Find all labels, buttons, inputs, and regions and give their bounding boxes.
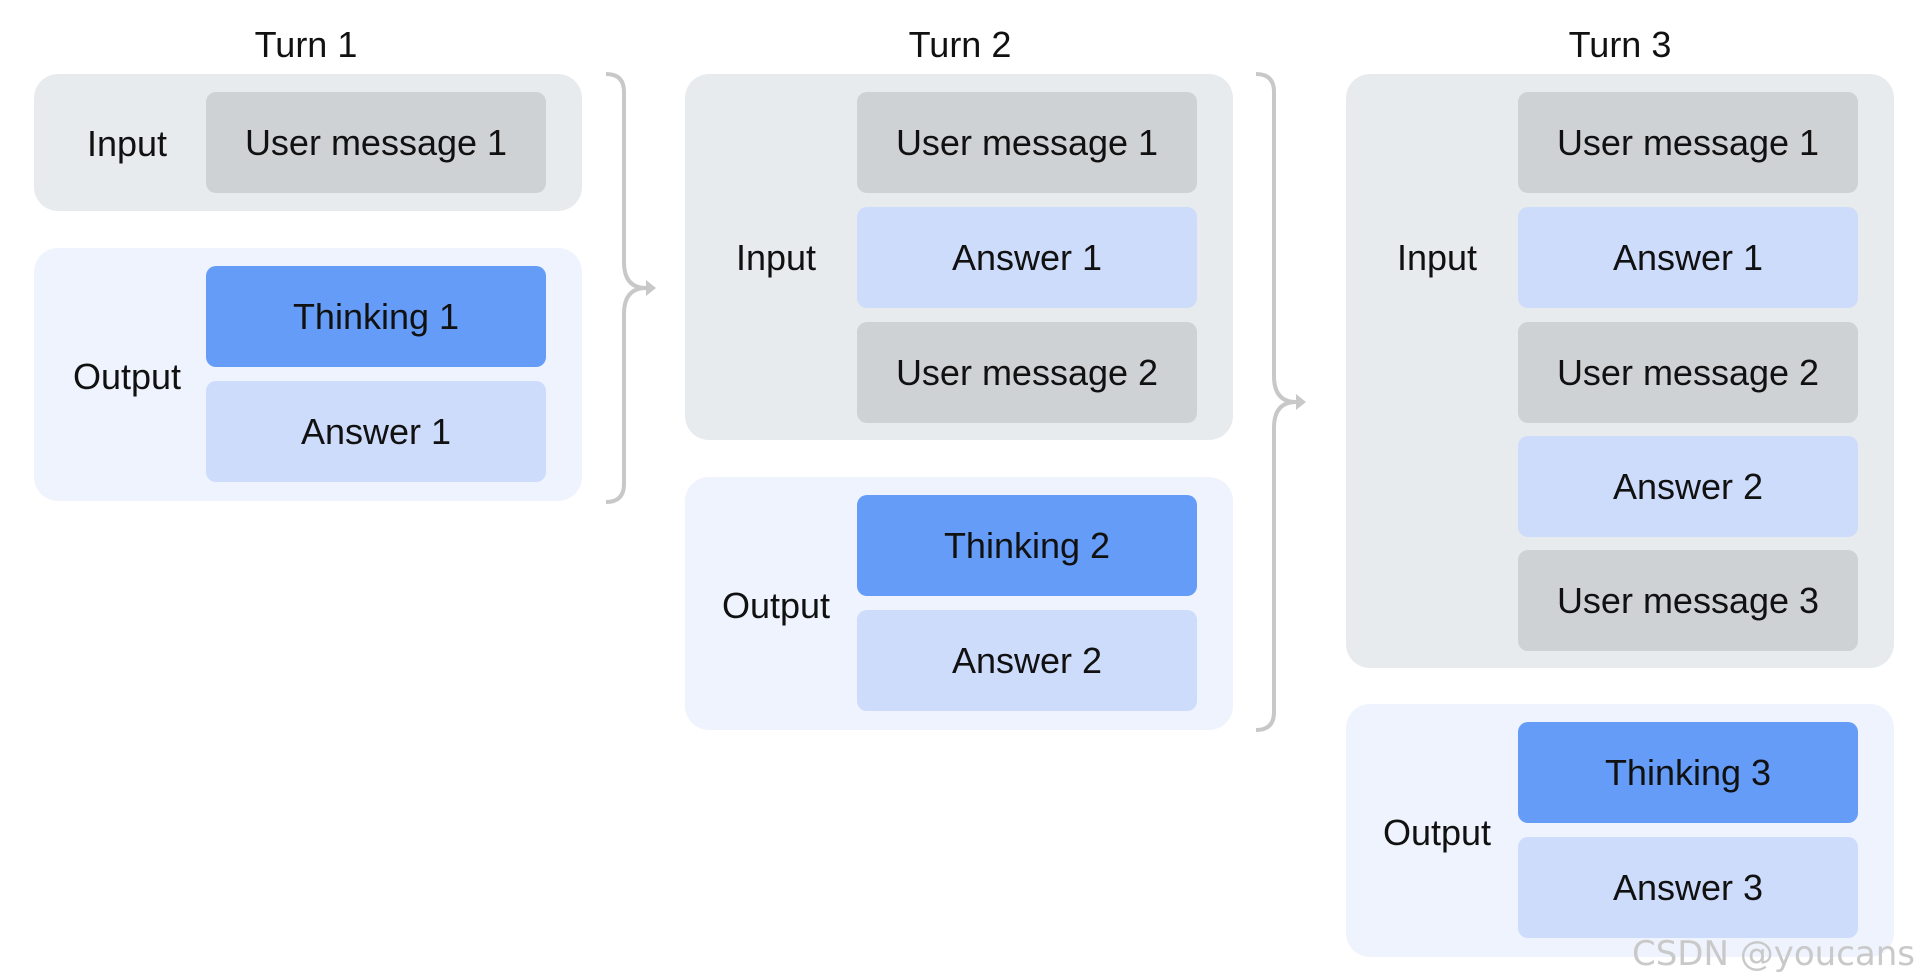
turn-3-output-label: Output: [1382, 812, 1492, 853]
turn-3-input-block-4: Answer 2: [1518, 436, 1858, 537]
turn-3-thinking-block: Thinking 3: [1518, 722, 1858, 823]
turn-2-input-block-2: Answer 1: [857, 207, 1197, 308]
turn-3-answer-block: Answer 3: [1518, 837, 1858, 938]
turn-1-output-panel: Output Thinking 1 Answer 1: [34, 248, 582, 501]
turn-3-input-label: Input: [1396, 237, 1478, 278]
turn-2-input-block-3: User message 2: [857, 322, 1197, 423]
brace-arrow-1: [605, 72, 656, 504]
turn-3-output-panel: Output Thinking 3 Answer 3: [1346, 704, 1894, 957]
turn-1-output-label: Output: [72, 356, 182, 397]
turn-2-input-panel: Input User message 1 Answer 1 User messa…: [685, 74, 1233, 440]
turn-2-answer-block: Answer 2: [857, 610, 1197, 711]
turn-3-input-block-2: Answer 1: [1518, 207, 1858, 308]
turn-3-title: Turn 3: [1568, 24, 1672, 65]
turn-2-output-panel: Output Thinking 2 Answer 2: [685, 477, 1233, 730]
turn-3-input-block-5: User message 3: [1518, 550, 1858, 651]
turn-1-input-block-1: User message 1: [206, 92, 546, 193]
turn-1-answer-block: Answer 1: [206, 381, 546, 482]
brace-arrow-2: [1255, 72, 1306, 732]
turn-2-input-label: Input: [735, 237, 817, 278]
turn-1-input-label: Input: [86, 123, 168, 164]
turn-2-thinking-block: Thinking 2: [857, 495, 1197, 596]
turn-3-input-panel: Input User message 1 Answer 1 User messa…: [1346, 74, 1894, 668]
turn-3-input-block-3: User message 2: [1518, 322, 1858, 423]
turn-2-output-label: Output: [721, 585, 831, 626]
watermark: CSDN @youcans: [1631, 934, 1915, 974]
turn-3-input-block-1: User message 1: [1518, 92, 1858, 193]
turn-2-input-block-1: User message 1: [857, 92, 1197, 193]
turn-1-thinking-block: Thinking 1: [206, 266, 546, 367]
turn-1-title: Turn 1: [254, 24, 358, 65]
turn-1-input-panel: Input User message 1: [34, 74, 582, 211]
turn-2-title: Turn 2: [908, 24, 1012, 65]
